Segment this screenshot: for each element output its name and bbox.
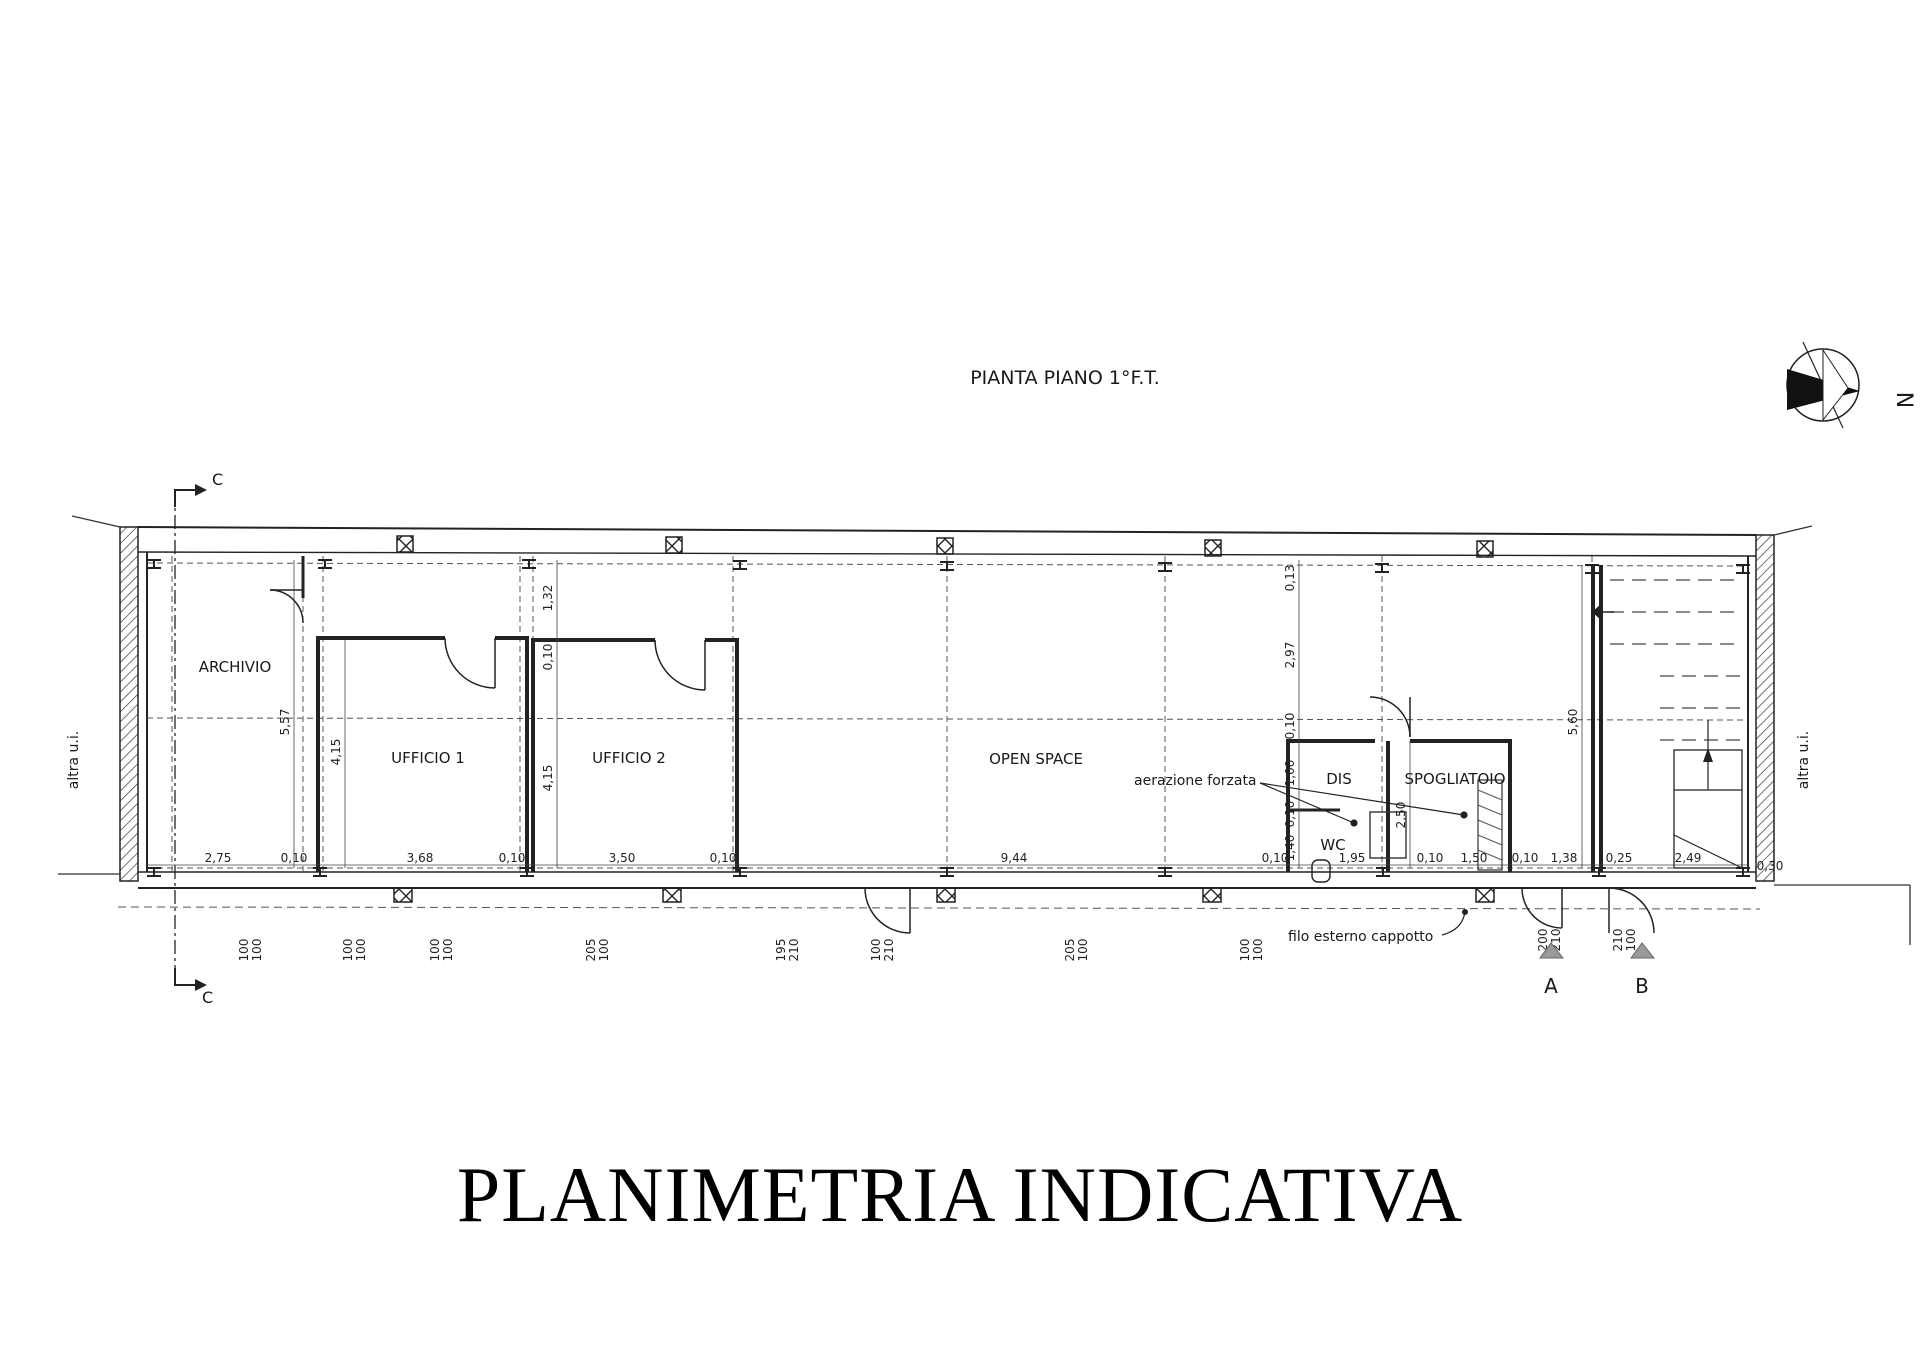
opening-dim-10: 210100 <box>1611 929 1638 952</box>
cappotto-leader <box>1441 911 1466 936</box>
north-label: N <box>1891 392 1916 408</box>
room-ufficio-1: UFFICIO 1 <box>391 749 465 767</box>
neighbor-label-right: altra u.i. <box>1796 731 1812 789</box>
dim-h-5: 3,50 <box>609 851 636 865</box>
north-arrow-icon <box>1786 341 1860 429</box>
dim-v-ufficio2: 4,15 <box>541 765 555 792</box>
opening-dim-2: 100100 <box>341 939 368 962</box>
note-aerazione: aerazione forzata <box>1134 773 1257 789</box>
section-line-c <box>174 484 207 991</box>
dim-h-16: 0,30 <box>1757 859 1784 873</box>
opening-dim-8: 100100 <box>1238 939 1265 962</box>
dim-v-total: 5,60 <box>1566 709 1580 736</box>
opening-dim-3: 100100 <box>428 939 455 962</box>
left-neighbor-wall <box>119 526 139 882</box>
right-neighbor-wall <box>1755 534 1775 882</box>
room-open-space: OPEN SPACE <box>989 750 1083 768</box>
room-wc: WC <box>1320 836 1345 854</box>
dim-v-spogliatoio: 2,50 <box>1394 802 1408 829</box>
room-ufficio-2: UFFICIO 2 <box>592 749 666 767</box>
dim-h-8: 0,10 <box>1262 851 1289 865</box>
dim-h-15: 2,49 <box>1675 851 1702 865</box>
dim-v-ufficio1: 4,15 <box>329 739 343 766</box>
dim-h-10: 0,10 <box>1417 851 1444 865</box>
room-dis: DIS <box>1326 770 1352 788</box>
dims-horizontal: 2,75 0,10 3,68 0,10 3,50 0,10 9,44 0,10 … <box>147 851 1783 873</box>
note-cappotto: filo esterno cappotto <box>1288 929 1433 945</box>
dim-v-dis: 1,00 <box>1283 760 1297 787</box>
entrance-a-label: A <box>1544 974 1558 998</box>
section-label-top: C <box>212 470 223 489</box>
opening-dim-5: 195210 <box>774 939 801 962</box>
entrance-b-icon <box>1630 942 1656 959</box>
room-spogliatoio: SPOGLIATOIO <box>1404 770 1505 788</box>
opening-dims: 100100 100100 100100 205100 195210 10021… <box>237 929 1638 962</box>
dim-h-11: 1,50 <box>1461 851 1488 865</box>
dim-h-14: 0,25 <box>1606 851 1633 865</box>
dim-h-12: 0,10 <box>1512 851 1539 865</box>
dim-h-6: 0,10 <box>710 851 737 865</box>
section-label-bottom: C <box>202 988 213 1007</box>
opening-dim-6: 100210 <box>869 939 896 962</box>
dim-v-right-mid: 2,97 <box>1283 642 1297 669</box>
neighbor-label-left: altra u.i. <box>66 731 82 789</box>
doors <box>269 589 1655 934</box>
dim-h-13: 1,38 <box>1551 851 1578 865</box>
aerazione-leaders <box>1259 782 1468 827</box>
entrance-a-icon <box>1539 942 1565 959</box>
dim-v-right-wall: 0,10 <box>1283 713 1297 740</box>
dim-v-right-top: 0,13 <box>1283 565 1297 592</box>
dims-vertical: 5,57 4,15 1,32 0,10 4,15 0,13 2,97 0,10 … <box>278 560 1583 868</box>
dim-h-4: 0,10 <box>499 851 526 865</box>
service-block <box>1286 739 1512 883</box>
plan-title: PIANTA PIANO 1°F.T. <box>970 367 1160 389</box>
opening-dim-1: 100100 <box>237 939 264 962</box>
dim-h-7: 9,44 <box>1001 851 1028 865</box>
opening-dim-7: 205100 <box>1063 939 1090 962</box>
main-title: PLANIMETRIA INDICATIVA <box>456 1151 1464 1238</box>
room-archivio: ARCHIVIO <box>199 658 272 676</box>
dim-v-ufficio2-wall: 0,10 <box>541 644 555 671</box>
dim-v-wc: 1,40 <box>1283 835 1297 862</box>
dim-v-archivio: 5,57 <box>278 709 292 736</box>
dim-v-dis-wall: 0,10 <box>1283 801 1297 828</box>
dim-h-9: 1,95 <box>1339 851 1366 865</box>
stair-area <box>1591 565 1743 872</box>
dim-v-ufficio2-top: 1,32 <box>541 585 555 612</box>
structural-grid <box>146 556 1749 872</box>
interior-walls <box>301 556 739 872</box>
entrance-b-label: B <box>1635 974 1649 998</box>
dim-h-3: 3,68 <box>407 851 434 865</box>
dim-h-1: 2,75 <box>205 851 232 865</box>
columns <box>393 535 1495 903</box>
opening-dim-4: 205100 <box>584 939 611 962</box>
